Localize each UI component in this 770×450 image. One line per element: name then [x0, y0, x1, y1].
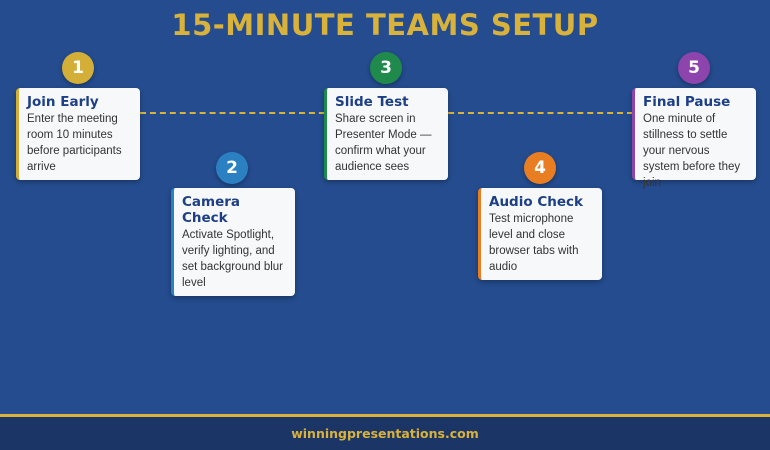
step-5-title: Final Pause — [643, 94, 731, 110]
step-5-card: Final Pause One minute of stillness to s… — [632, 88, 756, 189]
step-3-text: Share screen in Presenter Mode — confirm… — [335, 113, 432, 173]
step-3-card: Slide Test Share screen in Presenter Mod… — [324, 88, 448, 180]
step-1-badge: 1 — [62, 52, 94, 84]
step-1-title: Join Early — [27, 94, 99, 110]
step-2-badge: 2 — [216, 152, 248, 184]
step-3-title: Slide Test — [335, 94, 409, 110]
step-5-text: One minute of stillness to settle your n… — [643, 113, 741, 189]
footer-website: winningpresentations.com — [0, 417, 770, 450]
step-4-title: Audio Check — [489, 194, 583, 210]
step-4-card: Audio Check Test microphone level and cl… — [478, 188, 602, 280]
step-1-text: Enter the meeting room 10 minutes before… — [27, 113, 122, 173]
step-3-badge: 3 — [370, 52, 402, 84]
step-2-title: Camera Check — [182, 194, 241, 226]
step-4-badge: 4 — [524, 152, 556, 184]
step-2-card: Camera Check Activate Spotlight, verify … — [171, 188, 295, 296]
footer-divider — [0, 414, 770, 417]
step-5-badge: 5 — [678, 52, 710, 84]
step-2-text: Activate Spotlight, verify lighting, and… — [182, 229, 284, 289]
page-title: 15-MINUTE TEAMS SETUP — [171, 8, 599, 42]
step-1-card: Join Early Enter the meeting room 10 min… — [16, 88, 140, 180]
step-4-text: Test microphone level and close browser … — [489, 213, 579, 273]
